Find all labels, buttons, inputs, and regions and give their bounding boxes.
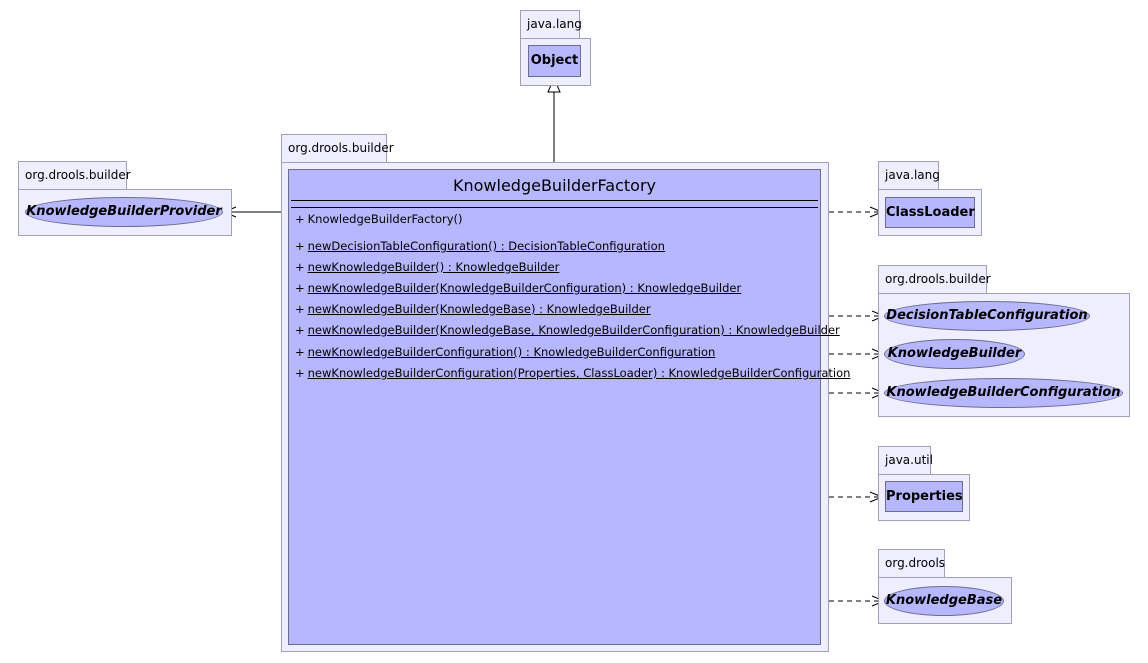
package-tab-org-drools-builder-left: org.drools.builder	[18, 161, 131, 190]
package-tab-org-drools-builder-main: org.drools.builder	[281, 134, 394, 163]
class-name: Properties	[886, 489, 963, 504]
method-row: +newKnowledgeBuilder(KnowledgeBuilderCon…	[295, 281, 742, 295]
interface-knowledge-builder[interactable]: KnowledgeBuilder	[884, 339, 1025, 369]
interface-knowledge-builder-configuration[interactable]: KnowledgeBuilderConfiguration	[884, 378, 1123, 408]
package-label: org.drools.builder	[288, 141, 394, 155]
package-tab-java-lang-right: java.lang	[878, 161, 940, 190]
class-name: Object	[530, 53, 579, 68]
interface-name: KnowledgeBuilderProvider	[26, 204, 222, 219]
package-label: java.lang	[527, 17, 582, 31]
interface-name: KnowledgeBuilder	[887, 346, 1022, 361]
interface-name: KnowledgeBase	[885, 593, 1003, 608]
class-classloader[interactable]: ClassLoader	[885, 197, 975, 228]
package-tab-java-lang: java.lang	[520, 10, 582, 39]
method-row: +newKnowledgeBuilderConfiguration() : Kn…	[295, 345, 716, 359]
package-label: java.lang	[885, 168, 940, 182]
package-label: org.drools.builder	[885, 272, 991, 286]
method-row: +newKnowledgeBuilder(KnowledgeBase) : Kn…	[295, 302, 651, 316]
package-label: java.util	[885, 453, 933, 467]
class-knowledge-builder-factory[interactable]: KnowledgeBuilderFactory +KnowledgeBuilde…	[288, 169, 850, 645]
interface-decision-table-configuration[interactable]: DecisionTableConfiguration	[884, 301, 1090, 331]
compartment-separator	[291, 207, 818, 208]
constructor-row: +KnowledgeBuilderFactory()	[295, 212, 463, 226]
compartment-separator	[291, 200, 818, 201]
class-object[interactable]: Object	[528, 45, 581, 77]
package-label: org.drools.builder	[25, 168, 131, 182]
package-tab-java-util: java.util	[878, 446, 933, 475]
package-label: org.drools	[885, 556, 946, 570]
class-properties[interactable]: Properties	[885, 481, 963, 512]
package-tab-org-drools: org.drools	[878, 549, 945, 578]
method-row: +newKnowledgeBuilder() : KnowledgeBuilde…	[295, 260, 560, 274]
class-title: KnowledgeBuilderFactory	[453, 176, 656, 195]
interface-knowledge-builder-provider[interactable]: KnowledgeBuilderProvider	[25, 197, 223, 227]
method-row: +newKnowledgeBuilder(KnowledgeBase, Know…	[295, 323, 840, 337]
interface-knowledge-base[interactable]: KnowledgeBase	[884, 586, 1004, 616]
method-row: +newKnowledgeBuilderConfiguration(Proper…	[295, 366, 851, 380]
class-name: ClassLoader	[886, 205, 975, 220]
package-tab-org-drools-builder-right: org.drools.builder	[878, 265, 991, 294]
interface-name: DecisionTableConfiguration	[886, 308, 1088, 323]
method-row: +newDecisionTableConfiguration() : Decis…	[295, 239, 665, 253]
interface-name: KnowledgeBuilderConfiguration	[886, 385, 1121, 400]
